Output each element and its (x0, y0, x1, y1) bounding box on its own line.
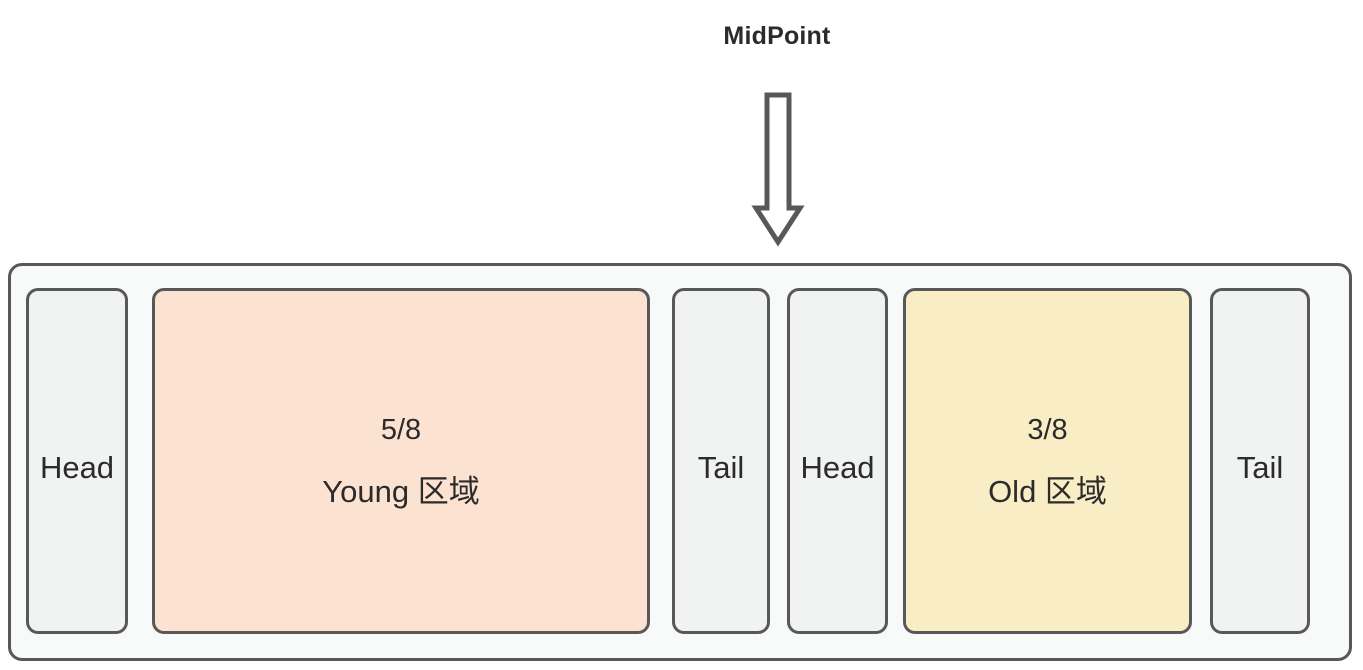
block-old-region[interactable]: 3/8 Old 区域 (903, 288, 1192, 634)
block-label: Head (800, 450, 875, 485)
young-fraction-label: 5/8 (380, 413, 422, 446)
block-head-2[interactable]: Head (787, 288, 888, 634)
block-tail-1[interactable]: Tail (672, 288, 770, 634)
block-tail-2[interactable]: Tail (1210, 288, 1310, 634)
old-region-label: Old 区域 (988, 473, 1107, 509)
block-head-1[interactable]: Head (26, 288, 128, 634)
down-arrow-icon (751, 92, 805, 247)
block-label: Tail (697, 450, 745, 485)
young-region-label: Young 区域 (322, 473, 480, 509)
block-label: Tail (1236, 450, 1284, 485)
page-title: MidPoint (723, 22, 831, 50)
block-young-region[interactable]: 5/8 Young 区域 (152, 288, 650, 634)
block-label: Head (39, 450, 115, 485)
old-fraction-label: 3/8 (1027, 413, 1068, 446)
